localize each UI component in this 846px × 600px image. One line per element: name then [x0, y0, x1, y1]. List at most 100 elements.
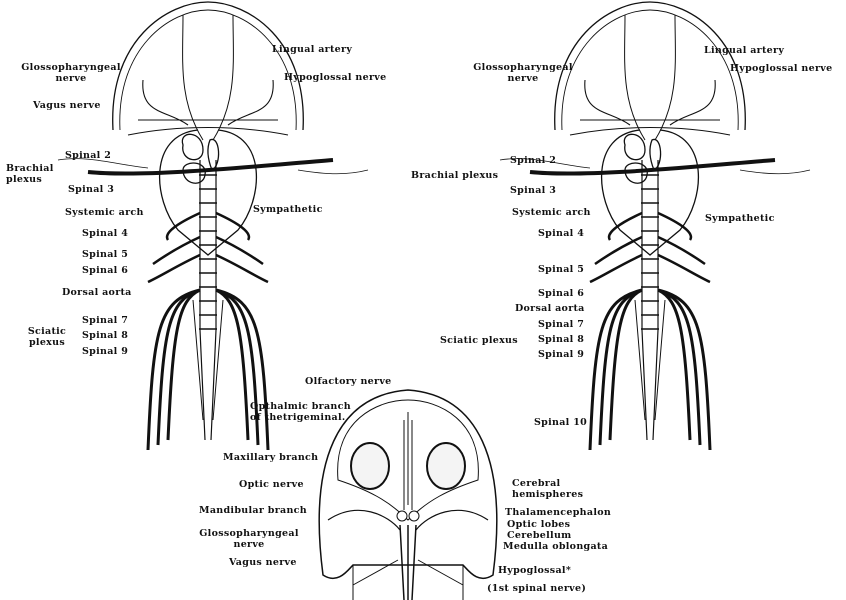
skull-outline: [337, 399, 479, 521]
label-line: Cerebral: [512, 478, 561, 489]
label-spinal-5-right: Spinal 5: [538, 264, 585, 275]
right-head-outline-inner: [561, 9, 739, 131]
label-dorsal-aorta-right: Dorsal aorta: [515, 303, 585, 314]
right-sciatic-nerve: [588, 288, 643, 451]
right-spinal-nerve: [607, 211, 643, 241]
label-sympathetic-left: Sympathetic: [253, 204, 323, 215]
left-dorsal-aorta: [192, 299, 224, 421]
label-spinal-8-left: Spinal 8: [82, 330, 129, 341]
label-optic-lobes: Optic lobes: [507, 519, 571, 530]
eye-orbit: [426, 442, 466, 490]
label-line: nerve: [507, 73, 539, 84]
label-first-spinal-nerve: (1st spinal nerve): [487, 583, 587, 594]
label-line: plexus: [6, 174, 43, 185]
right-cranial-nerves: [569, 119, 731, 136]
label-spinal-6-right: Spinal 6: [538, 288, 585, 299]
label-spinal-8-right: Spinal 8: [538, 334, 585, 345]
label-line: Sciatic: [27, 326, 67, 337]
label-cerebellum: Cerebellum: [507, 530, 572, 541]
right-spinal-nerve: [657, 253, 711, 284]
left-arm-outline: [57, 158, 369, 175]
label-maxillary-branch: Maxillary branch: [223, 452, 319, 463]
right-spinal-cord: [641, 160, 659, 441]
right-sciatic-nerve: [657, 288, 712, 451]
label-line: nerve: [233, 539, 265, 550]
label-line: plexus: [28, 337, 65, 348]
eye-orbit: [350, 442, 390, 490]
right-sciatic-nerve: [608, 288, 643, 441]
left-spinal-nerve: [147, 253, 201, 284]
right-spinal-nerve: [589, 253, 643, 284]
label-spinal-10-right: Spinal 10: [534, 417, 588, 428]
label-line: hemispheres: [512, 489, 584, 500]
left-lingual-artery: [182, 14, 234, 141]
label-line: Brachial: [6, 163, 54, 174]
mandible: [327, 509, 489, 531]
right-sciatic-nerve: [657, 288, 692, 441]
left-brachial-plexus: [87, 158, 334, 176]
label-spinal-2-left: Spinal 2: [65, 150, 112, 161]
right-systemic-arch: [600, 129, 700, 256]
label-medulla-oblongata: Medulla oblongata: [503, 541, 609, 552]
label-hypoglossal-nerve-right: Hypoglossal nerve: [730, 63, 833, 74]
right-spinal-nerve: [594, 235, 643, 266]
optic-lobe: [408, 510, 420, 522]
label-lingual-artery-right: Lingual artery: [704, 45, 785, 56]
label-spinal-2-right: Spinal 2: [510, 155, 557, 166]
label-systemic-arch-left: Systemic arch: [65, 207, 144, 218]
left-hypoglossal-nerve: [142, 79, 274, 126]
label-hypoglossal-head: Hypoglossal*: [498, 565, 572, 576]
right-brachial-plexus: [529, 158, 776, 176]
label-line: Glossopharyngeal: [199, 528, 299, 539]
label-spinal-3-left: Spinal 3: [68, 184, 115, 195]
label-line: Glossopharyngeal: [21, 62, 121, 73]
label-spinal-9-left: Spinal 9: [82, 346, 129, 357]
medulla-oblongata: [399, 524, 417, 600]
label-spinal-4-right: Spinal 4: [538, 228, 585, 239]
right-spinal-nerve: [657, 211, 693, 241]
left-head-outline: [112, 1, 304, 131]
label-line: nerve: [55, 73, 87, 84]
label-line: Glossopharyngeal: [473, 62, 573, 73]
left-spinal-nerve: [215, 235, 264, 266]
label-spinal-3-right: Spinal 3: [510, 185, 557, 196]
label-dorsal-aorta-left: Dorsal aorta: [62, 287, 132, 298]
label-sympathetic-right: Sympathetic: [705, 213, 775, 224]
label-spinal-6-left: Spinal 6: [82, 265, 129, 276]
label-optic-nerve: Optic nerve: [239, 479, 304, 490]
label-mandibular-branch: Mandibular branch: [199, 505, 307, 516]
left-spinal-nerve: [215, 211, 251, 241]
right-arm-outline: [499, 158, 811, 175]
label-lingual-artery-left: Lingual artery: [272, 44, 353, 55]
left-head-outline-inner: [119, 9, 297, 131]
label-olfactory-nerve: Olfactory nerve: [305, 376, 392, 387]
right-truncus: [649, 138, 662, 171]
left-spinal-cord: [199, 160, 217, 441]
label-line: Opthalmic branch: [250, 401, 351, 412]
right-spinal-nerve: [657, 235, 706, 266]
left-sciatic-nerve: [146, 288, 201, 451]
optic-lobe: [396, 510, 408, 522]
left-sciatic-nerve: [215, 288, 250, 441]
left-heart: [181, 133, 206, 184]
label-spinal-7-right: Spinal 7: [538, 319, 585, 330]
left-truncus: [207, 138, 220, 171]
right-hypoglossal-nerve: [584, 79, 716, 126]
olfactory-nerve: [403, 412, 413, 510]
right-heart: [623, 133, 648, 184]
label-spinal-7-left: Spinal 7: [82, 315, 129, 326]
right-dorsal-aorta: [634, 299, 666, 421]
left-systemic-arch: [158, 129, 258, 256]
label-brachial-plexus-right: Brachial plexus: [411, 170, 499, 181]
label-hypoglossal-nerve-left: Hypoglossal nerve: [284, 72, 387, 83]
label-spinal-4-left: Spinal 4: [82, 228, 129, 239]
label-vagus-nerve-left: Vagus nerve: [33, 100, 101, 111]
label-thalamencephalon: Thalamencephalon: [505, 507, 612, 518]
